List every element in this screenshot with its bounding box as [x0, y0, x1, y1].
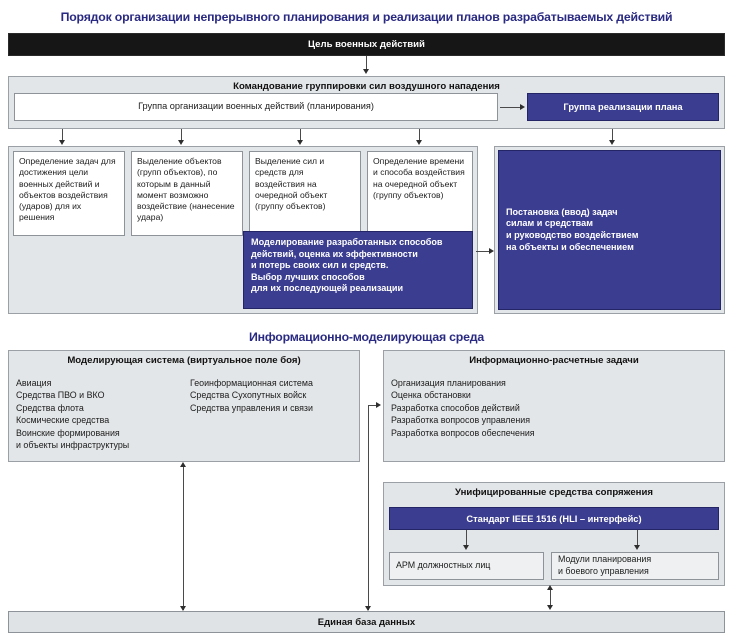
- connector-to-task-4: [419, 129, 420, 141]
- connector-to-task-3: [300, 129, 301, 141]
- arrow-standard-to-modules: [634, 545, 640, 550]
- arrow-to-task-4: [416, 140, 422, 145]
- environment-title: Информационно-моделирующая среда: [249, 330, 484, 344]
- arrow-down-interface-db: [547, 605, 553, 610]
- task-box-2: Выделение объектов (групп объектов), по …: [131, 151, 243, 236]
- arrow-up-modeling-panel: [180, 462, 186, 467]
- connector-planning-to-execution: [500, 107, 521, 108]
- connector-interface-db: [550, 588, 551, 608]
- arrow-planning-to-execution: [520, 103, 525, 110]
- connector-to-task-2: [181, 129, 182, 141]
- modeling-system-column-left: Авиация Средства ПВО и ВКО Средства флот…: [16, 378, 130, 451]
- goal-bar: Цель военных действий: [8, 33, 725, 56]
- arrow-to-task-1: [59, 140, 65, 145]
- connector-to-task-1: [62, 129, 63, 141]
- task-box-3: Выделение сил и средств для воздействия …: [249, 151, 361, 236]
- arrow-goal-to-command: [363, 69, 369, 74]
- connector-modeling-to-db: [368, 405, 369, 610]
- modeling-block: Моделирование разработанных способов дей…: [243, 231, 473, 309]
- arrow-to-execution-block: [609, 140, 615, 145]
- arrow-down-modeling-panel-db: [180, 606, 186, 611]
- arrow-modeling-to-calc: [376, 401, 381, 408]
- database-bar: Единая база данных: [8, 611, 725, 633]
- arm-module-box: АРМ должностных лиц: [389, 552, 544, 580]
- connector-modeling-to-execution: [476, 251, 492, 252]
- execution-block: Постановка (ввод) задач силам и средства…: [498, 150, 721, 310]
- modeling-system-header: Моделирующая система (виртуальное поле б…: [67, 355, 301, 366]
- connector-modeling-to-calc: [368, 405, 377, 406]
- ieee-standard-bar: Стандарт IEEE 1516 (HLI – интерфейс): [389, 507, 719, 530]
- calc-tasks-list: Организация планирования Оценка обстанов…: [391, 378, 535, 438]
- calc-tasks-panel: Информационно-расчетные задачи: [383, 350, 725, 462]
- calc-tasks-header: Информационно-расчетные задачи: [469, 355, 639, 366]
- arrow-modeling-to-execution: [489, 247, 494, 254]
- arrow-to-task-2: [178, 140, 184, 145]
- connector-goal-to-command: [366, 56, 367, 70]
- execution-group-box: Группа реализации плана: [527, 93, 719, 121]
- interface-panel-header: Унифицированные средства сопряжения: [455, 487, 653, 498]
- planning-group-box: Группа организации военных действий (пла…: [14, 93, 498, 121]
- arrow-standard-to-arm: [463, 545, 469, 550]
- arrow-up-interface-db: [547, 585, 553, 590]
- modeling-system-panel: Моделирующая система (виртуальное поле б…: [8, 350, 360, 462]
- arrow-to-task-3: [297, 140, 303, 145]
- task-box-4: Определение времени и способа воздействи…: [367, 151, 473, 236]
- connector-standard-to-modules: [637, 530, 638, 546]
- connector-modeling-panel-db: [183, 466, 184, 610]
- planning-modules-box: Модули планирования и боевого управления: [551, 552, 719, 580]
- arrow-modeling-to-db: [365, 606, 371, 611]
- planning-modules-text: Модули планирования и боевого управления: [558, 554, 652, 576]
- connector-to-execution-block: [612, 129, 613, 141]
- page-title: Порядок организации непрерывного планиро…: [60, 10, 673, 24]
- connector-standard-to-arm: [466, 530, 467, 546]
- modeling-system-column-right: Геоинформационная система Средства Сухоп…: [190, 378, 313, 413]
- task-box-1: Определение задач для достижения цели во…: [13, 151, 125, 236]
- execution-block-text: Постановка (ввод) задач силам и средства…: [506, 206, 639, 252]
- command-panel-header: Командование группировки сил воздушного …: [233, 81, 500, 92]
